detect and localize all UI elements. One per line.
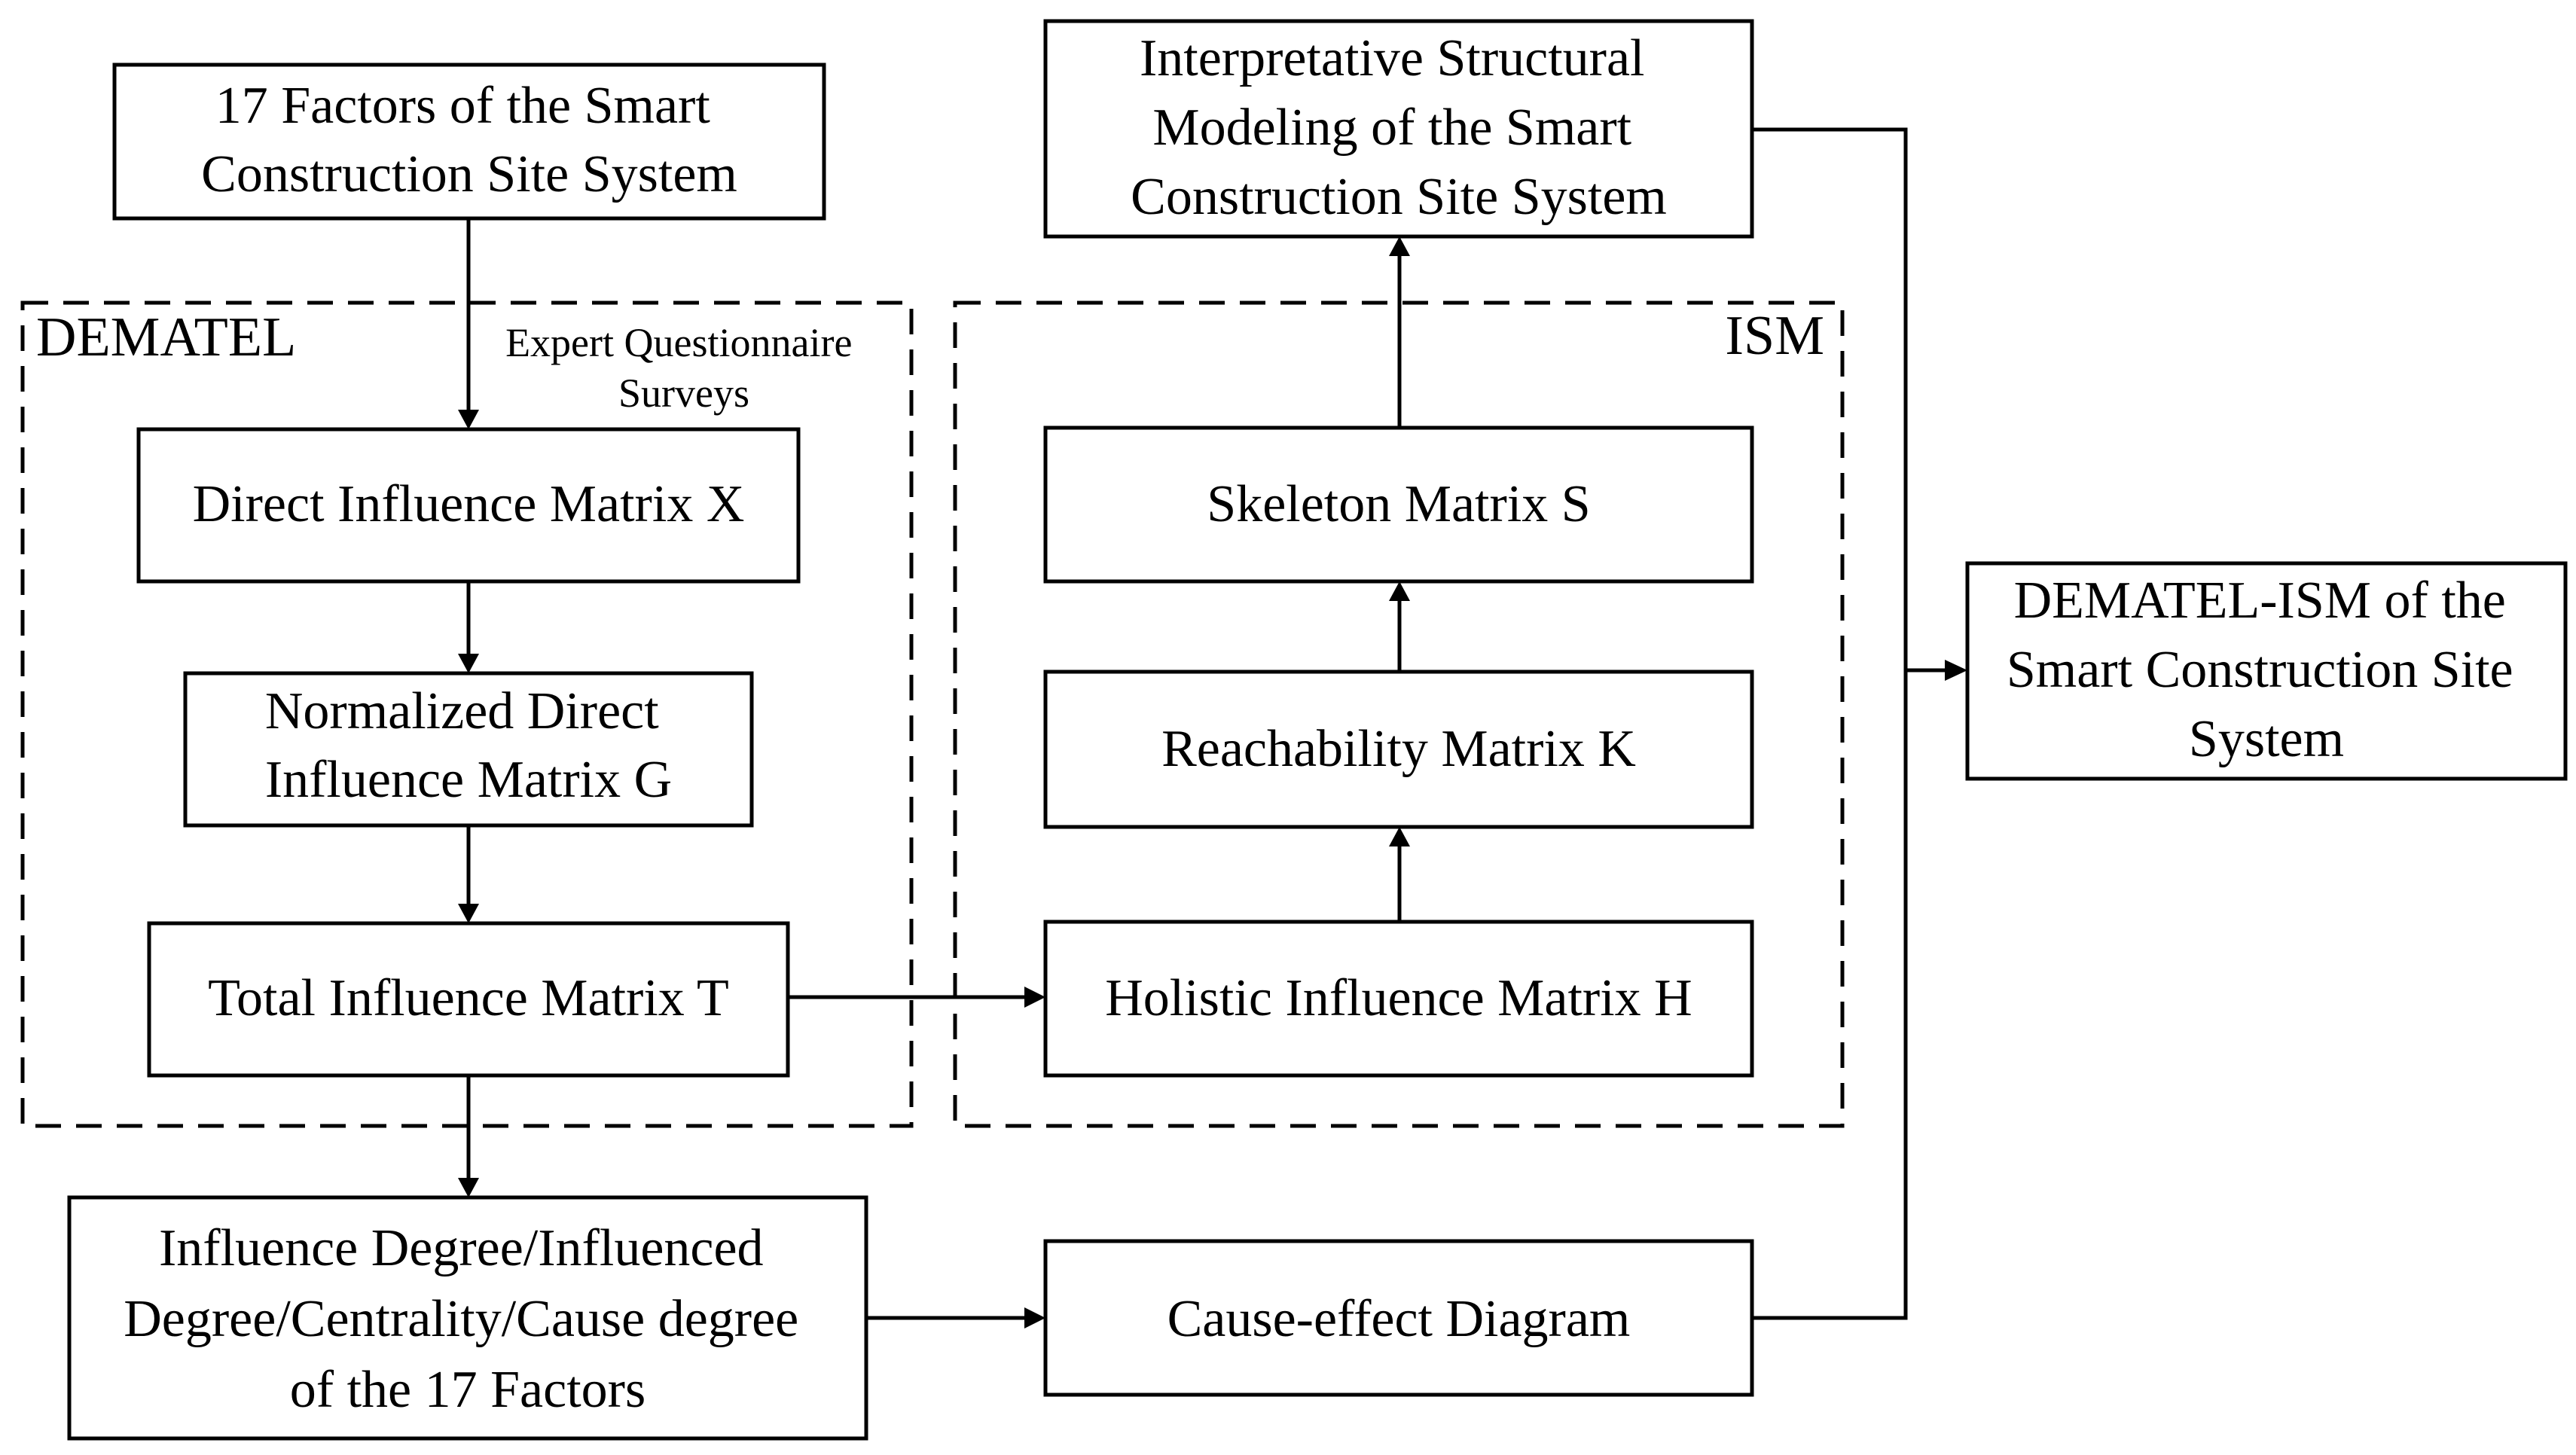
svg-text:Skeleton Matrix S: Skeleton Matrix S <box>1207 475 1590 533</box>
expert-survey-annotation: Expert Questionnaire Surveys <box>505 320 862 416</box>
arrowhead-holistic-h <box>1024 987 1045 1008</box>
dematel-group-label: DEMATEL <box>36 307 296 368</box>
svg-text:17 Factors of the Smart: 17 Factors of the Smart Construction Sit… <box>201 77 737 203</box>
node-ism-model: Interpretative Structural Modeling of th… <box>1043 19 1754 239</box>
connectors <box>466 127 1946 1320</box>
arrowhead-skeleton-s <box>1389 581 1410 601</box>
node-17-factors: 17 Factors of the Smart Construction Sit… <box>112 63 826 221</box>
svg-text:Direct Influence Matrix X: Direct Influence Matrix X <box>193 475 745 533</box>
arrowhead-normalized-g <box>458 654 479 673</box>
svg-text:Influence Degree/Influenced: Influence Degree/Influenced Degree/Centr… <box>124 1219 812 1419</box>
node-total-influence-matrix-t: Total Influence Matrix T <box>147 921 790 1078</box>
edge-ism-model-to-result <box>1752 127 1908 670</box>
arrowhead-degrees <box>458 1178 479 1197</box>
node-dematel-ism-result: DEMATEL-ISM of the Smart Construction Si… <box>1965 561 2568 781</box>
arrowhead-result <box>1945 660 1967 681</box>
node-reachability-matrix-k: Reachability Matrix K <box>1043 670 1754 829</box>
svg-text:DEMATEL-ISM of the Smart: DEMATEL-ISM of the Smart Construction Si… <box>2007 572 2526 768</box>
svg-text:Holistic Influence Matrix H: Holistic Influence Matrix H <box>1105 969 1692 1027</box>
svg-text:Interpretative Structural: Interpretative Structural Modeling of th… <box>1131 29 1667 226</box>
node-influence-degrees: Influence Degree/Influenced Degree/Centr… <box>67 1195 868 1441</box>
node-skeleton-matrix-s: Skeleton Matrix S <box>1043 426 1754 584</box>
arrowhead-reachability-k <box>1389 827 1410 846</box>
node-direct-influence-matrix-x: Direct Influence Matrix X <box>136 427 801 584</box>
ism-group-label: ISM <box>1725 305 1824 367</box>
svg-text:Cause-effect Diagram: Cause-effect Diagram <box>1167 1290 1631 1348</box>
svg-text:Total Influence Matrix T: Total Influence Matrix T <box>208 969 729 1027</box>
svg-text:Reachability Matrix K: Reachability Matrix K <box>1161 720 1636 778</box>
svg-text:Normalized Direct Influe: Normalized Direct Influence Matrix G <box>265 682 672 809</box>
arrowheads <box>458 236 1967 1328</box>
arrowhead-direct-x <box>458 410 479 429</box>
node-cause-effect-diagram: Cause-effect Diagram <box>1043 1239 1754 1397</box>
arrowhead-ism-model <box>1389 236 1410 256</box>
edge-cause-effect-to-result <box>1752 670 1908 1320</box>
arrowhead-cause-effect <box>1024 1307 1045 1328</box>
node-holistic-influence-matrix-h: Holistic Influence Matrix H <box>1043 920 1754 1078</box>
arrowhead-total-t <box>458 904 479 923</box>
node-normalized-matrix-g: Normalized Direct Influence Matrix G <box>183 671 754 828</box>
